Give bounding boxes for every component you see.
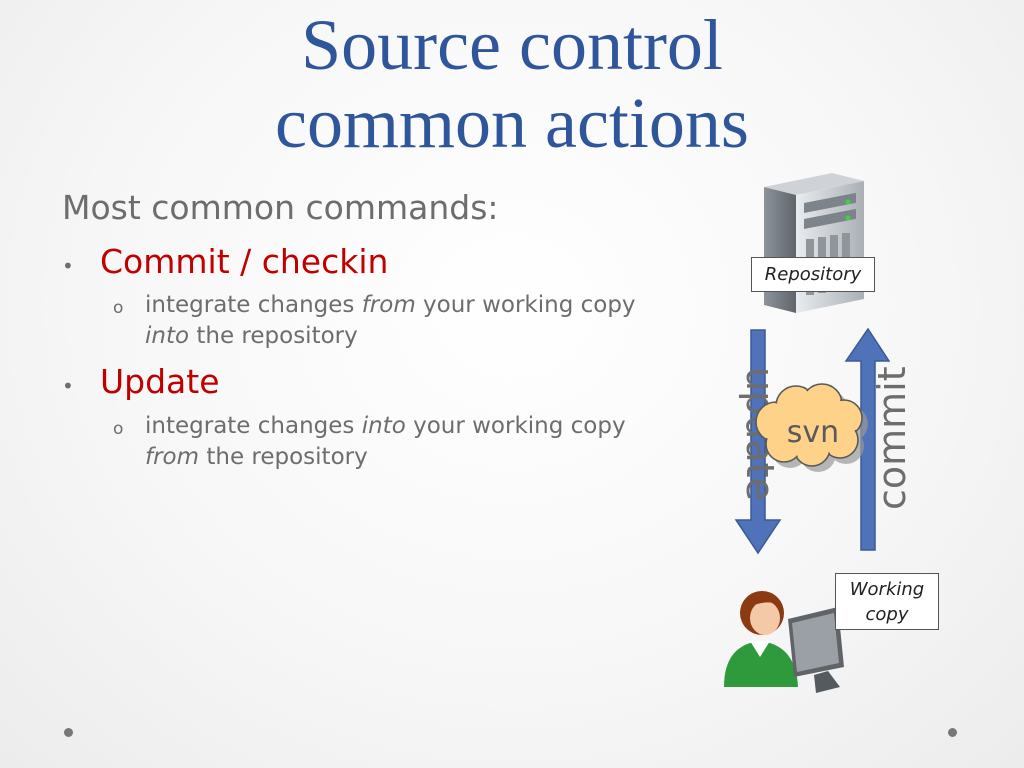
text-fragment: integrate changes [145, 413, 362, 439]
title-line-1: Source control [301, 5, 723, 85]
sub-bullet-text-commit: integrate changes from your working copy… [145, 290, 645, 352]
user-workstation-icon [724, 591, 844, 693]
title-line-2: common actions [275, 83, 749, 163]
bullet-label-commit: Commit / checkin [100, 242, 389, 281]
server-icon [764, 173, 864, 313]
slide-title: Source control common actions [0, 6, 1024, 162]
repository-callout: Repository [751, 257, 875, 292]
decorative-dot-left [64, 728, 73, 737]
text-fragment: the repository [189, 323, 358, 349]
text-fragment: integrate changes [145, 292, 362, 318]
svn-cloud-icon [755, 383, 868, 472]
bullet-dot: • [62, 254, 74, 278]
text-emphasis: from [145, 444, 200, 470]
text-fragment: the repository [199, 444, 368, 470]
text-fragment: your working copy [405, 413, 626, 439]
svn-diagram: Repository update commit svn [700, 160, 960, 700]
bullet-dot: • [62, 374, 74, 398]
text-fragment: your working copy [415, 292, 636, 318]
sub-bullet-marker: o [113, 298, 124, 318]
decorative-dot-right [948, 728, 957, 737]
text-emphasis: into [361, 413, 406, 439]
intro-text: Most common commands: [62, 188, 499, 227]
bullet-label-update: Update [100, 362, 220, 401]
sub-bullet-text-update: integrate changes into your working copy… [145, 411, 645, 473]
sync-arrows [734, 327, 890, 555]
update-arrow [734, 329, 782, 555]
repository-label: Repository [764, 264, 862, 285]
svn-label: svn [786, 415, 840, 450]
working-copy-callout: Working copy [835, 573, 939, 630]
text-emphasis: into [145, 323, 190, 349]
text-emphasis: from [361, 292, 416, 318]
commit-label: commit [870, 366, 914, 510]
commit-arrow [844, 327, 890, 551]
sub-bullet-marker: o [113, 419, 124, 439]
working-copy-label: Working copy [849, 579, 925, 625]
